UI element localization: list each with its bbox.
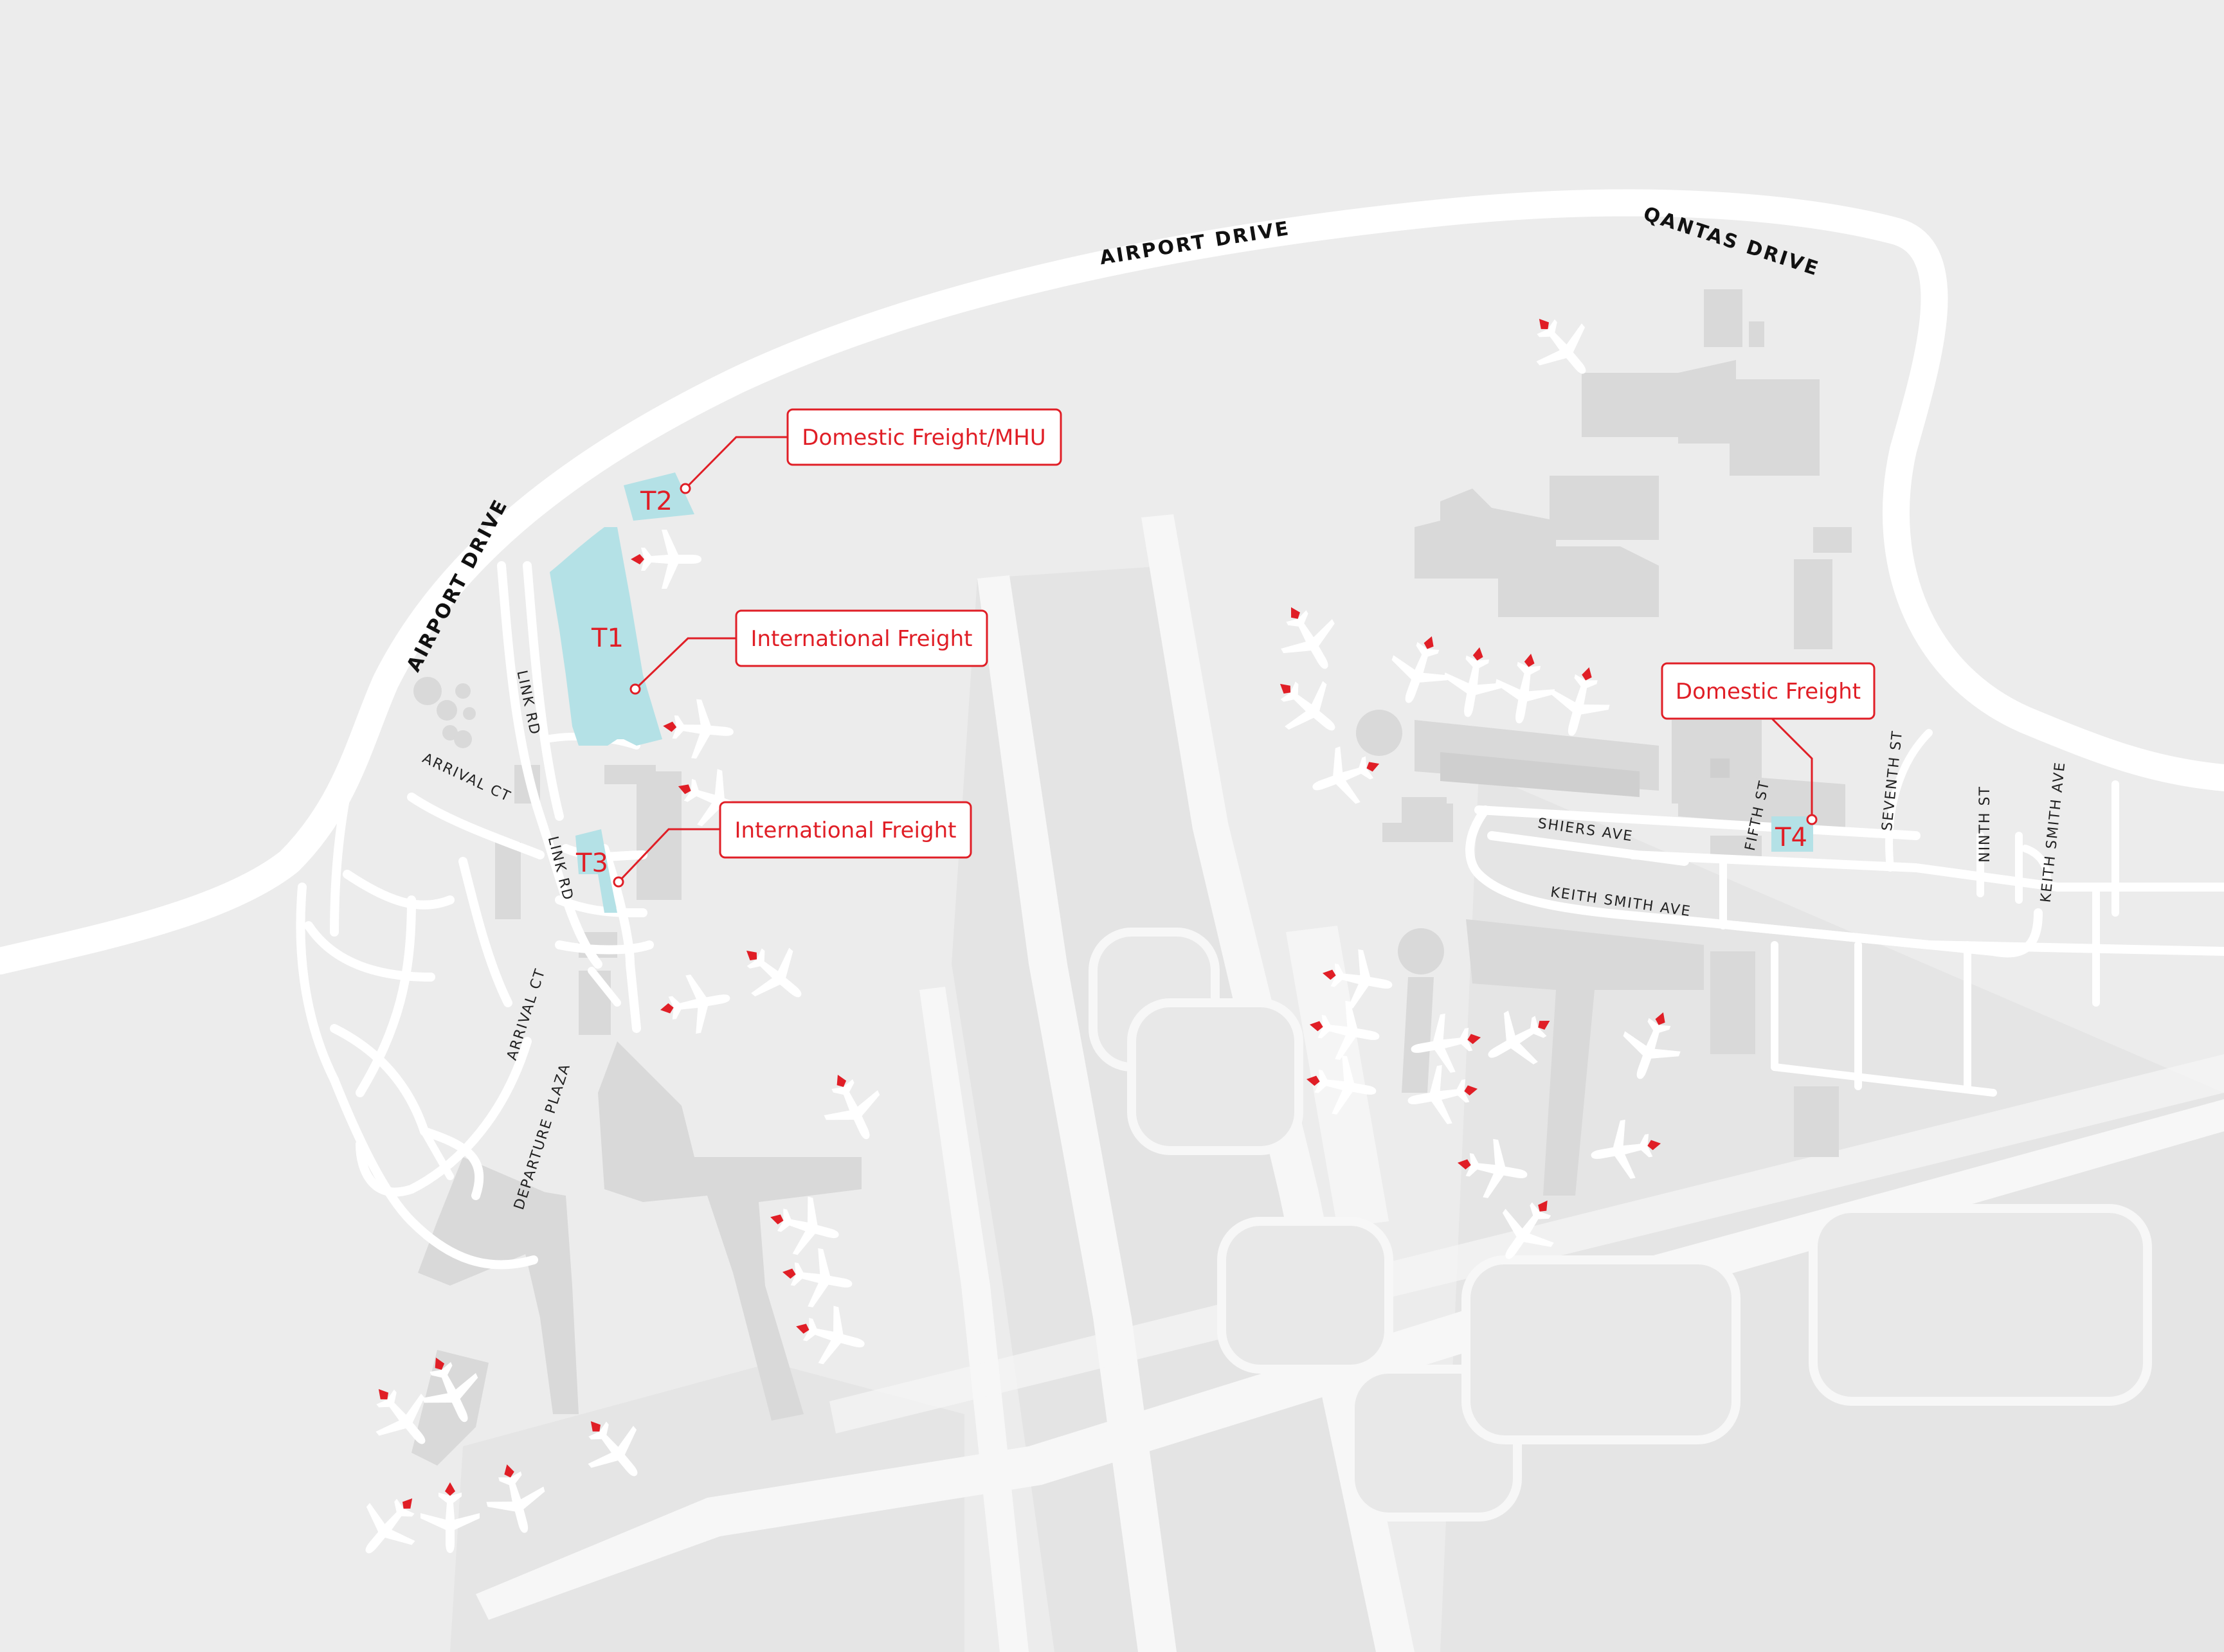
roads: [0, 189, 2224, 1270]
terminal-t4-shape: [1771, 816, 1813, 852]
callout-international-freight-t3[interactable]: International Freight: [719, 801, 972, 859]
terminal-label-t1: T1: [591, 624, 624, 653]
terminal-t2-shape: [624, 472, 694, 521]
street-label: NINTH ST: [1977, 786, 1993, 863]
terminal-label-t4: T4: [1775, 823, 1807, 852]
callout-label: International Freight: [751, 626, 973, 652]
callout-label: Domestic Freight: [1676, 679, 1861, 705]
terminal-label-t2: T2: [640, 487, 673, 516]
callout-domestic-freight-t4[interactable]: Domestic Freight: [1661, 662, 1876, 720]
callout-leaders: [613, 436, 1818, 888]
buildings: [411, 289, 1852, 1466]
terminal-t3-shape: [575, 829, 617, 913]
infield-blocks: [1089, 928, 2152, 1522]
callout-domestic-freight-mhu[interactable]: Domestic Freight/MHU: [786, 408, 1062, 466]
callout-label: International Freight: [735, 818, 957, 843]
callout-label: Domestic Freight/MHU: [802, 425, 1045, 451]
callout-international-freight-t1[interactable]: International Freight: [735, 609, 988, 667]
terminal-label-t3: T3: [575, 848, 608, 878]
